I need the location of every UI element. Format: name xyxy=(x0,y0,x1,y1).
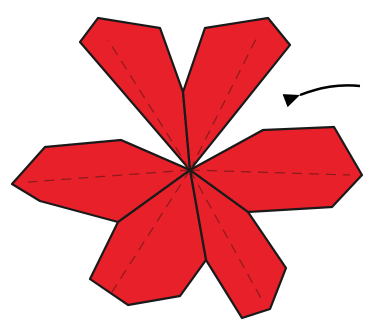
curved-arrow-icon xyxy=(300,85,360,95)
petals-group xyxy=(12,18,362,318)
